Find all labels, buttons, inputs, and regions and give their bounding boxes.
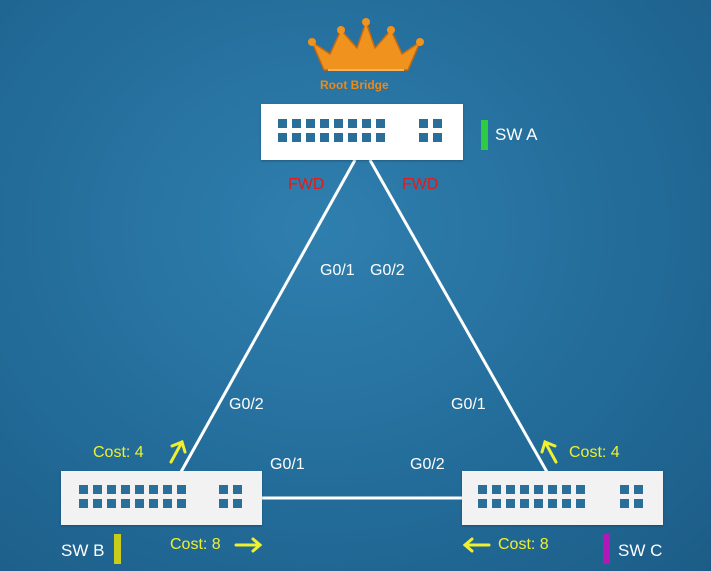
- link-a-c: [368, 159, 549, 473]
- switch-b[interactable]: [61, 471, 262, 525]
- switch-a-uplink-ports: [419, 119, 442, 142]
- sw-c-cost-via-b: Cost: 8: [498, 536, 549, 553]
- sw-a-g01-label: G0/1: [320, 262, 355, 279]
- sw-c-g02-label: G0/2: [410, 456, 445, 473]
- root-bridge-label: Root Bridge: [320, 78, 389, 92]
- sw-c-root-cost: Cost: 4: [569, 444, 620, 461]
- sw-b-color-bar: [114, 534, 121, 564]
- sw-c-color-bar: [603, 534, 610, 564]
- sw-c-label: SW C: [618, 541, 663, 560]
- sw-b-root-cost: Cost: 4: [93, 444, 144, 461]
- switch-b-uplink-ports: [219, 485, 242, 508]
- sw-a-label: SW A: [495, 125, 538, 144]
- sw-a-g01-state: FWD: [288, 176, 325, 193]
- sw-c-g01-label: G0/1: [451, 396, 486, 413]
- sw-a-g02-label: G0/2: [370, 262, 405, 279]
- sw-b-g02-label: G0/2: [229, 396, 264, 413]
- switch-c[interactable]: [462, 471, 663, 525]
- sw-b-label: SW B: [61, 541, 105, 560]
- switch-a-ports: [278, 119, 385, 142]
- switch-a[interactable]: [261, 104, 463, 160]
- sw-a-color-bar: [481, 120, 488, 150]
- switch-c-uplink-ports: [620, 485, 643, 508]
- sw-b-g01-label: G0/1: [270, 456, 305, 473]
- switch-c-ports: [478, 485, 585, 508]
- arrow-up-left-c: [540, 439, 558, 464]
- crown-icon: [308, 18, 424, 71]
- link-a-b: [179, 159, 357, 473]
- arrow-left-c: [462, 537, 491, 553]
- arrow-up-right-b: [169, 439, 187, 464]
- arrow-right-b: [234, 537, 263, 553]
- sw-b-cost-via-c: Cost: 8: [170, 536, 221, 553]
- sw-a-g02-state: FWD: [402, 176, 439, 193]
- switch-b-ports: [79, 485, 186, 508]
